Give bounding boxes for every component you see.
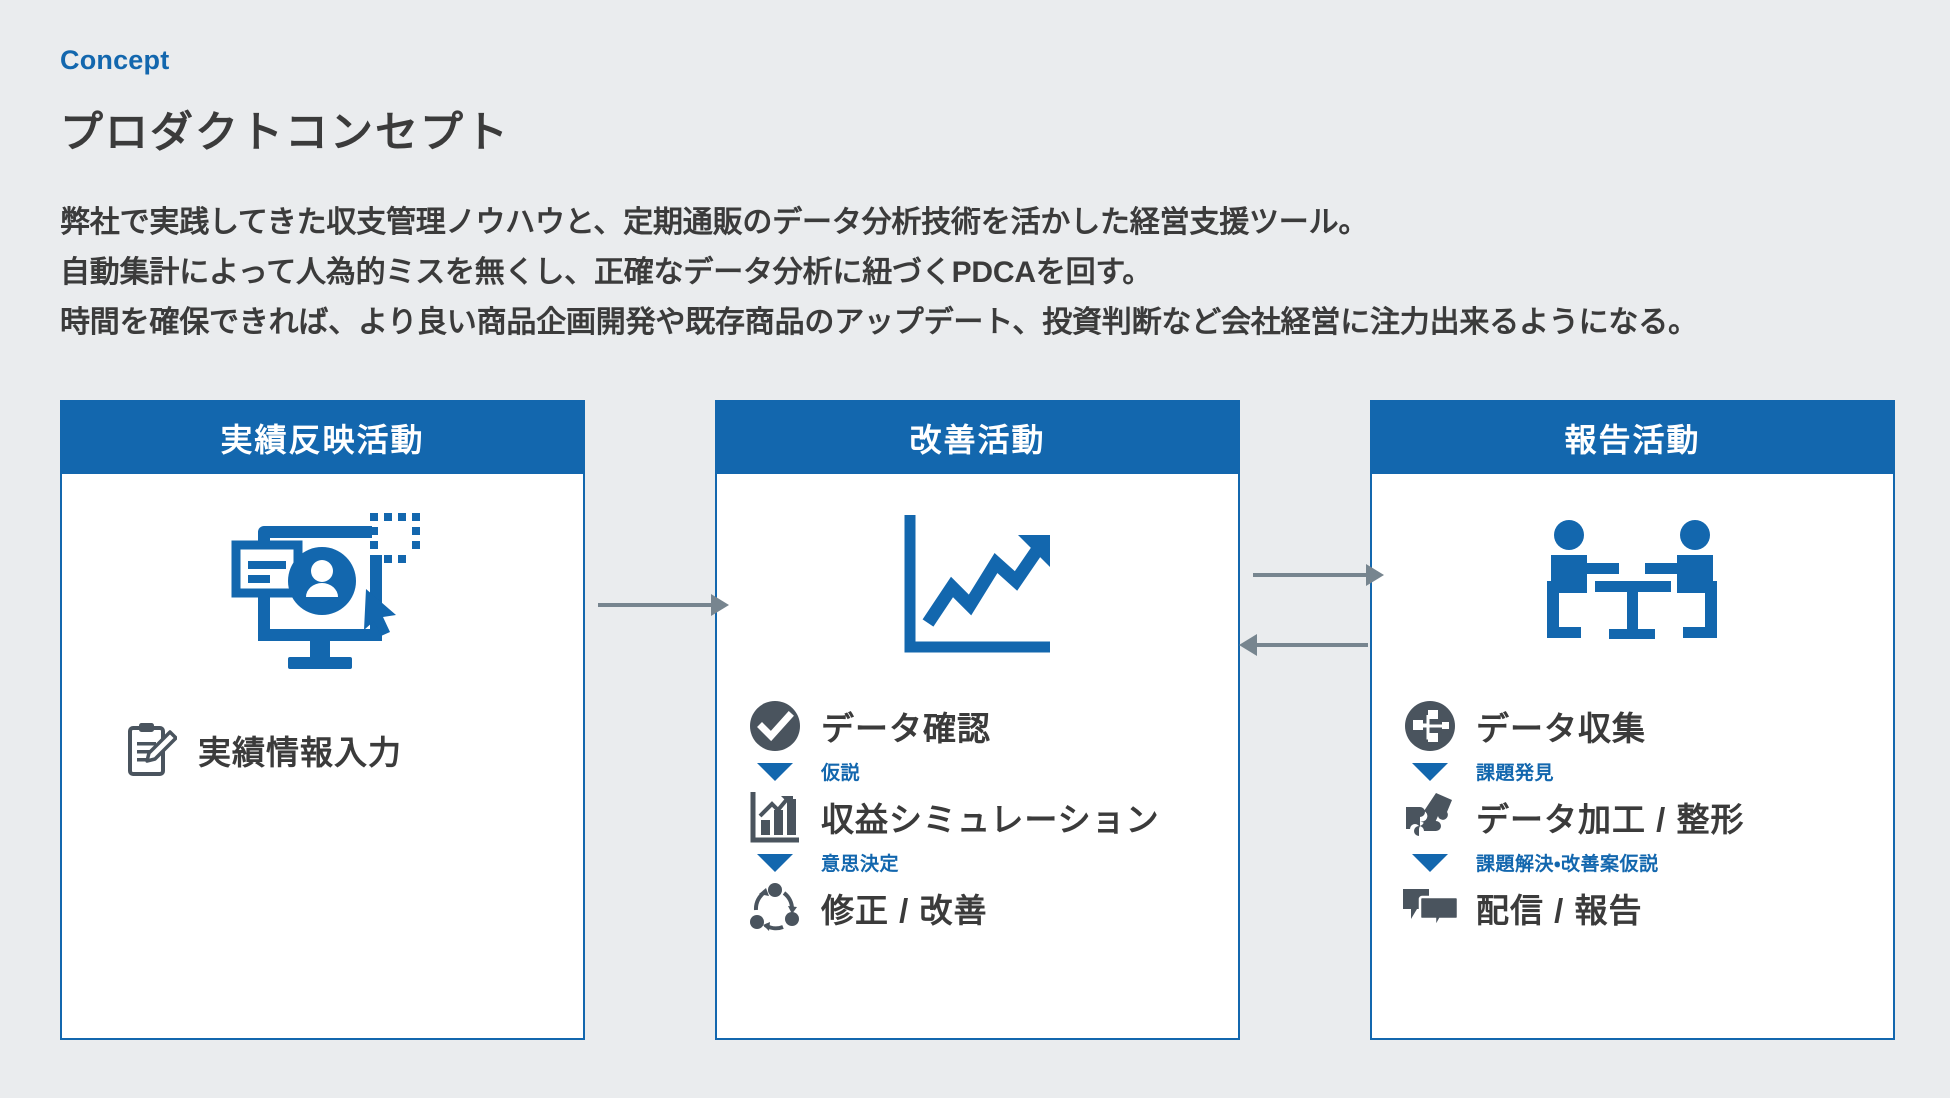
connector-label: 課題発見: [1476, 763, 1555, 784]
card-improvement-body: データ確認 仮説: [717, 474, 1238, 1038]
card-improvement: 改善活動: [715, 400, 1240, 1040]
step-label: 実績情報入力: [198, 734, 402, 771]
step-row: データ収集: [1402, 698, 1863, 754]
description-block: 弊社で実践してきた収支管理ノウハウと、定期通販のデータ分析技術を活かした経営支援…: [60, 198, 1890, 348]
card-achievement: 実績反映活動: [60, 400, 585, 1040]
card-report: 報告活動: [1370, 400, 1895, 1040]
connector-label: 仮説: [821, 763, 861, 784]
step-row: 収益シミュレーション: [747, 789, 1208, 845]
card-achievement-steps: 実績情報入力: [62, 722, 583, 778]
check-circle-icon: [747, 698, 803, 754]
triangle-down-icon: [747, 853, 803, 872]
arrow-card3-to-card2: [1239, 634, 1368, 656]
clipboard-pencil-icon: [124, 722, 180, 778]
section-eyebrow: Concept: [60, 45, 170, 75]
cycle-arrows-icon: [747, 880, 803, 936]
connector-row: 仮説: [747, 758, 1208, 785]
connector-label: 課題解決・改善案仮説: [1476, 854, 1659, 875]
connector-row: 課題発見: [1402, 758, 1863, 785]
flow-cards-row: 実績反映活動: [0, 400, 1950, 1050]
monitor-user-input-icon: [62, 500, 583, 680]
puzzle-pieces-icon: [1402, 789, 1458, 845]
step-row: 修正 / 改善: [747, 880, 1208, 936]
description-line-3: 時間を確保できれば、より良い商品企画開発や既存商品のアップデート、投資判断など会…: [60, 306, 1698, 339]
step-row: データ加工 / 整形: [1402, 789, 1863, 845]
description-line-1: 弊社で実践してきた収支管理ノウハウと、定期通販のデータ分析技術を活かした経営支援…: [60, 206, 1369, 239]
card-improvement-steps: データ確認 仮説: [717, 698, 1238, 936]
step-label: データ確認: [821, 710, 991, 747]
card-achievement-body: 実績情報入力: [62, 474, 583, 1038]
step-row: 配信 / 報告: [1402, 880, 1863, 936]
card-report-body: データ収集 課題発見: [1372, 474, 1893, 1038]
step-label: データ収集: [1476, 710, 1646, 747]
step-label: 配信 / 報告: [1476, 892, 1643, 929]
arrow-card1-to-card2: [598, 594, 729, 616]
page-title: プロダクトコンセプト: [60, 109, 510, 157]
triangle-down-icon: [1402, 853, 1458, 872]
step-row: 実績情報入力: [92, 722, 553, 778]
bar-chart-icon: [747, 789, 803, 845]
speech-bubbles-icon: [1402, 880, 1458, 936]
card-report-steps: データ収集 課題発見: [1372, 698, 1893, 936]
step-label: データ加工 / 整形: [1476, 801, 1745, 838]
two-people-meeting-icon: [1372, 496, 1893, 676]
description-line-2: 自動集計によって人為的ミスを無くし、正確なデータ分析に紐づくPDCAを回す。: [60, 256, 1153, 289]
connector-row: 課題解決・改善案仮説: [1402, 849, 1863, 876]
line-chart-growth-icon: [717, 496, 1238, 676]
connector-label: 意思決定: [821, 854, 900, 875]
card-report-title: 報告活動: [1372, 402, 1893, 474]
arrow-card2-to-card3: [1253, 564, 1384, 586]
step-row: データ確認: [747, 698, 1208, 754]
card-achievement-title: 実績反映活動: [62, 402, 583, 474]
hierarchy-circle-icon: [1402, 698, 1458, 754]
connector-row: 意思決定: [747, 849, 1208, 876]
step-label: 修正 / 改善: [821, 892, 988, 929]
triangle-down-icon: [747, 762, 803, 781]
step-label: 収益シミュレーション: [821, 801, 1160, 838]
triangle-down-icon: [1402, 762, 1458, 781]
card-improvement-title: 改善活動: [717, 402, 1238, 474]
